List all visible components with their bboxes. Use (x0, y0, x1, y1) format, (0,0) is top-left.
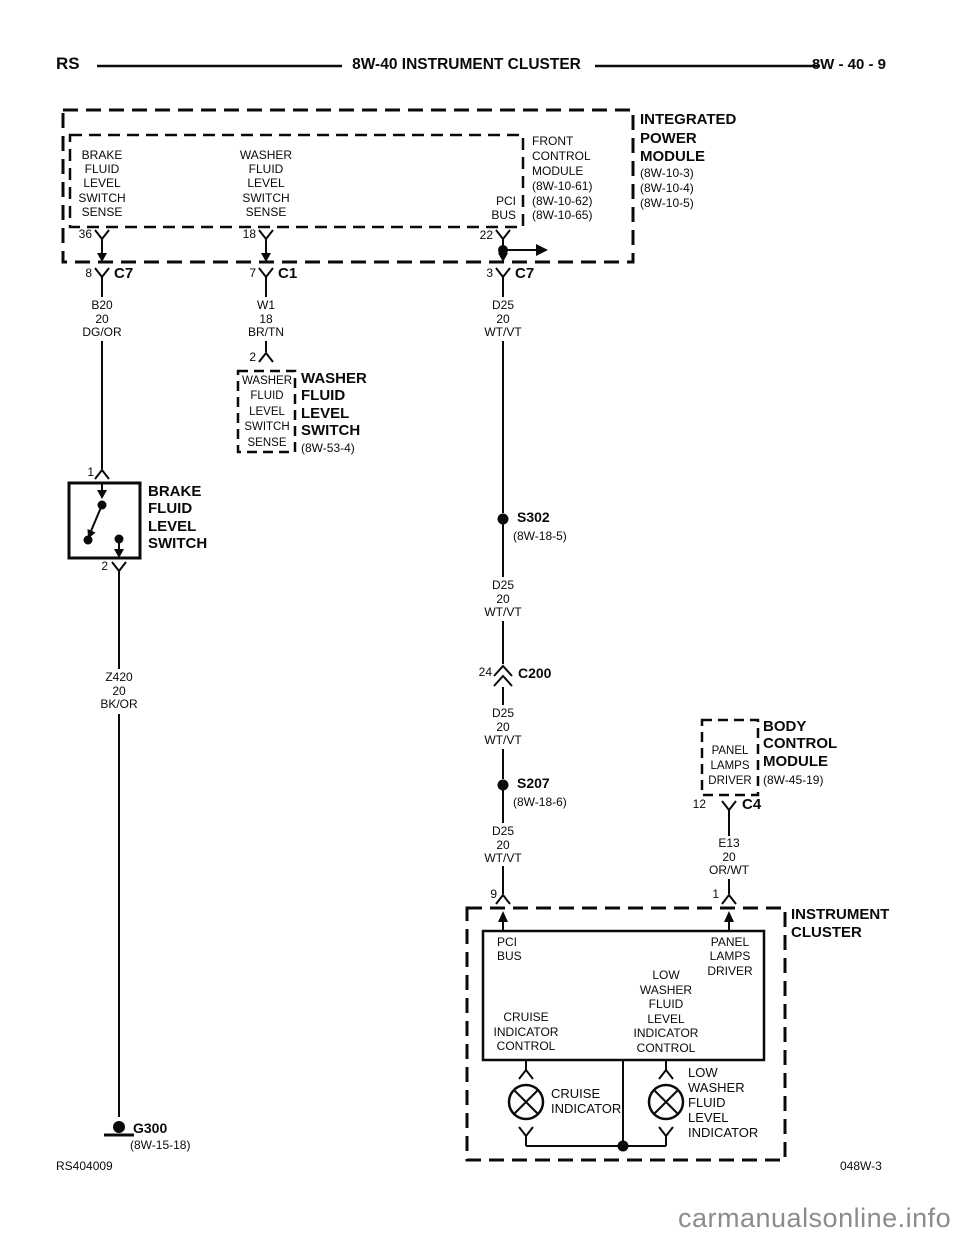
pin-36: 36 (78, 227, 92, 241)
lamp-return-bus (526, 1060, 666, 1152)
bcm-ref: (8W-45-19) (763, 773, 824, 787)
wire-d25-label-4: D25 20 WT/VT (484, 824, 522, 866)
cluster-pin-1: 1 (712, 887, 719, 901)
brake-switch-pin-in: 1 (87, 465, 94, 479)
bcm-inner-label: PANEL LAMPS DRIVER (708, 745, 752, 787)
brake-circuit-wires (67, 284, 142, 1117)
watermark: carmanualsonline.info (678, 1203, 952, 1233)
cruise-lamp-label: CRUISE INDICATOR (551, 1086, 622, 1116)
cluster-pin-9: 9 (490, 887, 497, 901)
ipm-washer-sense-label: WASHER FLUID LEVEL SWITCH SENSE (239, 148, 293, 219)
pci-bus-wires (493, 284, 513, 905)
wire-b20-label: B20 20 DG/OR (82, 298, 122, 340)
cruise-indicator-lamp-icon (507, 1060, 545, 1146)
brake-switch-title: BRAKE FLUID LEVEL SWITCH (148, 483, 208, 553)
footer-sheet-number: 048W-3 (840, 1159, 882, 1173)
bcm-title: BODY CONTROL MODULE (763, 718, 838, 770)
fcm-title: FRONT CONTROL MODULE (532, 134, 591, 178)
page-title: 8W-40 INSTRUMENT CLUSTER (352, 56, 581, 73)
washer-lamp-label: LOW WASHER FLUID LEVEL INDICATOR (688, 1065, 759, 1140)
ipm-pci-bus-label: PCI BUS (491, 194, 516, 223)
washer-circuit-wires (236, 284, 297, 454)
connector-c4: C4 (742, 796, 762, 813)
pin-18: 18 (242, 227, 256, 241)
cluster-cruise-control-label: CRUISE INDICATOR CONTROL (493, 1010, 559, 1054)
washer-switch-inner-label: WASHER FLUID LEVEL SWITCH SENSE (241, 375, 293, 449)
splice-s302-icon (497, 513, 509, 525)
wire-e13-label: E13 20 OR/WT (709, 836, 749, 878)
pin-12: 12 (692, 797, 706, 811)
ground-g300-label: G300 (133, 1120, 168, 1136)
splice-s207-ref: (8W-18-6) (513, 795, 567, 809)
ground-g300-ref: (8W-15-18) (130, 1138, 191, 1152)
washer-switch-pin: 2 (249, 350, 256, 364)
washer-switch-title: WASHER FLUID LEVEL SWITCH (301, 370, 367, 440)
wire-d25-label-3: D25 20 WT/VT (484, 706, 522, 748)
brake-switch-pin-out: 2 (101, 559, 108, 573)
cluster-title: INSTRUMENT CLUSTER (791, 906, 890, 941)
footer-drawing-number: RS404009 (56, 1159, 113, 1173)
c200-connector-icon (493, 664, 513, 677)
bcm-module-box (700, 718, 760, 797)
connector-c7-a: C7 (114, 265, 134, 282)
bcm-circuit-wires (700, 718, 760, 905)
wire-w1-label: W1 18 BR/TN (248, 298, 284, 340)
pin-22: 22 (479, 228, 493, 242)
connector-c7-b: C7 (515, 265, 535, 282)
pin-3: 3 (486, 266, 493, 280)
fcm-refs: (8W-10-61) (8W-10-62) (8W-10-65) (532, 179, 593, 223)
splice-s302-ref: (8W-18-5) (513, 529, 567, 543)
pin-24: 24 (478, 665, 492, 679)
splice-s207-label: S207 (517, 775, 550, 791)
wire-d25-label-1: D25 20 WT/VT (484, 298, 522, 340)
wire-z420-label: Z420 20 BK/OR (100, 670, 138, 712)
splice-s207-icon (497, 779, 509, 791)
ipm-title: INTEGRATED POWER MODULE (640, 111, 737, 166)
connector-c200: C200 (518, 665, 552, 681)
connector-c1: C1 (278, 265, 298, 282)
cluster-panel-lamps-label: PANEL LAMPS DRIVER (707, 935, 753, 978)
page-number: 8W - 40 - 9 (811, 56, 886, 73)
inline-connector-icons (94, 267, 511, 284)
ground-icon (104, 1121, 134, 1137)
cluster-pci-bus-label: PCI BUS (497, 935, 522, 964)
ipm-pin-connector-icons (94, 229, 548, 262)
pin-7: 7 (249, 266, 256, 280)
pin-8: 8 (85, 266, 92, 280)
ipm-refs: (8W-10-3) (8W-10-4) (8W-10-5) (640, 166, 694, 210)
page-code: RS (56, 54, 80, 73)
washer-indicator-lamp-icon (647, 1060, 685, 1146)
washer-switch-ref: (8W-53-4) (301, 441, 355, 455)
ipm-module-box (61, 108, 635, 264)
cluster-washer-control-label: LOW WASHER FLUID LEVEL INDICATOR CONTROL (633, 968, 699, 1055)
splice-s302-label: S302 (517, 509, 550, 525)
ipm-brake-sense-label: BRAKE FLUID LEVEL SWITCH SENSE (78, 148, 126, 219)
wire-d25-label-2: D25 20 WT/VT (484, 578, 522, 620)
